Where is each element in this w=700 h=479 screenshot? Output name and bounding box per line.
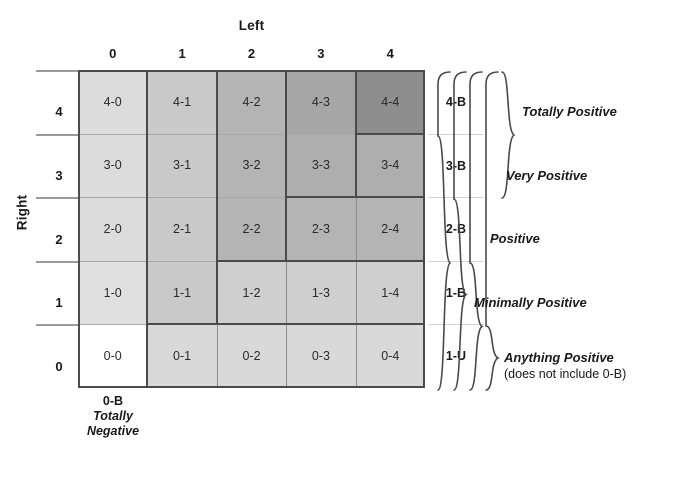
matrix-cell-4-3: 4-3 <box>286 70 356 134</box>
matrix-cell-0-4: 0-4 <box>355 324 425 388</box>
column-header-4: 4 <box>386 45 394 61</box>
category-sublabel-anything-positive: (does not include 0-B) <box>504 367 627 381</box>
grid-heavy-divider-vertical <box>215 70 218 325</box>
matrix-cell-1-2: 1-2 <box>216 260 287 325</box>
grid-heavy-divider-horizontal <box>286 196 425 199</box>
row-header-1: 1 <box>55 295 63 311</box>
x-axis-title: Left <box>238 18 265 33</box>
brace-2b <box>452 197 468 392</box>
b-column-separator <box>428 197 484 199</box>
brace-3b <box>436 134 452 392</box>
b-column-cell-3b: 3-B <box>445 158 467 173</box>
matrix-cell-3-1: 3-1 <box>147 133 217 198</box>
matrix-cell-0-2: 0-2 <box>216 324 287 388</box>
row-header-3: 3 <box>55 167 63 183</box>
b-column-separator <box>428 324 484 326</box>
b-column-separator <box>428 260 484 262</box>
matrix-cell-0-3: 0-3 <box>286 324 356 388</box>
axis-tick-rule <box>36 70 80 72</box>
matrix-cell-4-4: 4-4 <box>355 70 425 134</box>
grid-heavy-divider-vertical <box>285 70 288 261</box>
grid-heavy-divider-horizontal <box>355 132 425 135</box>
matrix-cell-1-0: 1-0 <box>78 260 148 325</box>
brace-lead-1u <box>484 70 500 328</box>
axis-tick-rule <box>36 197 80 200</box>
row-header-4: 4 <box>55 104 63 120</box>
matrix-cell-2-1: 2-1 <box>147 197 217 261</box>
row-header-0: 0 <box>55 358 63 374</box>
brace-lead-3b <box>436 70 452 138</box>
category-label-anything-positive: Anything Positive <box>504 350 614 365</box>
matrix-cell-2-0: 2-0 <box>78 197 148 261</box>
column-header-1: 1 <box>178 45 186 61</box>
b-column-cell-1b: 1-B <box>445 285 467 300</box>
matrix-cell-1-1: 1-1 <box>147 260 217 325</box>
matrix-cell-3-3: 3-3 <box>286 133 356 198</box>
matrix-cell-3-2: 3-2 <box>216 133 287 198</box>
matrix-cell-2-4: 2-4 <box>355 197 425 261</box>
brace-lead-2b <box>452 70 468 201</box>
zero-b-annotation: 0-B Totally Negative <box>78 394 148 439</box>
matrix-cell-1-3: 1-3 <box>286 260 356 325</box>
matrix-cell-4-0: 4-0 <box>78 70 148 134</box>
zero-b-code: 0-B <box>102 394 124 408</box>
category-label-positive: Positive <box>490 231 540 246</box>
brace-4b <box>500 70 516 200</box>
column-header-2: 2 <box>247 45 256 61</box>
b-column-cell-4b: 4-B <box>445 95 467 109</box>
axis-tick-rule <box>36 324 80 327</box>
brace-lead-1b <box>468 70 484 265</box>
brace-1b <box>468 261 484 392</box>
matrix-cell-3-0: 3-0 <box>78 133 148 198</box>
axis-tick-rule <box>36 133 80 136</box>
brace-1u <box>484 324 500 392</box>
grid-line-horizontal <box>78 133 425 135</box>
matrix-cell-2-3: 2-3 <box>286 197 356 261</box>
category-label-totally-positive: Totally Positive <box>522 104 617 119</box>
axis-tick-rule <box>36 260 80 263</box>
b-column-separator <box>428 133 484 135</box>
grid-line-horizontal <box>78 197 425 199</box>
matrix-cell-0-0: 0-0 <box>78 324 148 388</box>
row-header-2: 2 <box>55 231 63 247</box>
column-header-3: 3 <box>317 45 325 61</box>
b-column-cell-2b: 2-B <box>445 222 467 237</box>
grid-heavy-divider-horizontal <box>216 259 425 262</box>
matrix-cell-2-2: 2-2 <box>216 197 287 261</box>
zero-b-line1: Totally <box>93 409 133 423</box>
y-axis-title: Right <box>14 194 30 231</box>
category-label-minimally-positive: Minimally Positive <box>474 295 587 310</box>
category-label-very-positive: Very Positive <box>506 168 588 183</box>
matrix-cell-3-4: 3-4 <box>355 133 425 198</box>
matrix-cell-4-2: 4-2 <box>216 70 287 134</box>
column-header-0: 0 <box>109 45 117 61</box>
zero-b-line2: Negative <box>86 424 140 438</box>
matrix-cell-1-4: 1-4 <box>355 260 425 325</box>
matrix-cell-4-1: 4-1 <box>147 70 217 134</box>
grid-heavy-divider-vertical <box>146 70 149 388</box>
grid-line-vertical <box>355 70 357 388</box>
matrix-cell-0-1: 0-1 <box>147 324 217 388</box>
b-column-cell-1u: 1-U <box>445 349 467 364</box>
grid-heavy-divider-horizontal <box>147 323 425 326</box>
